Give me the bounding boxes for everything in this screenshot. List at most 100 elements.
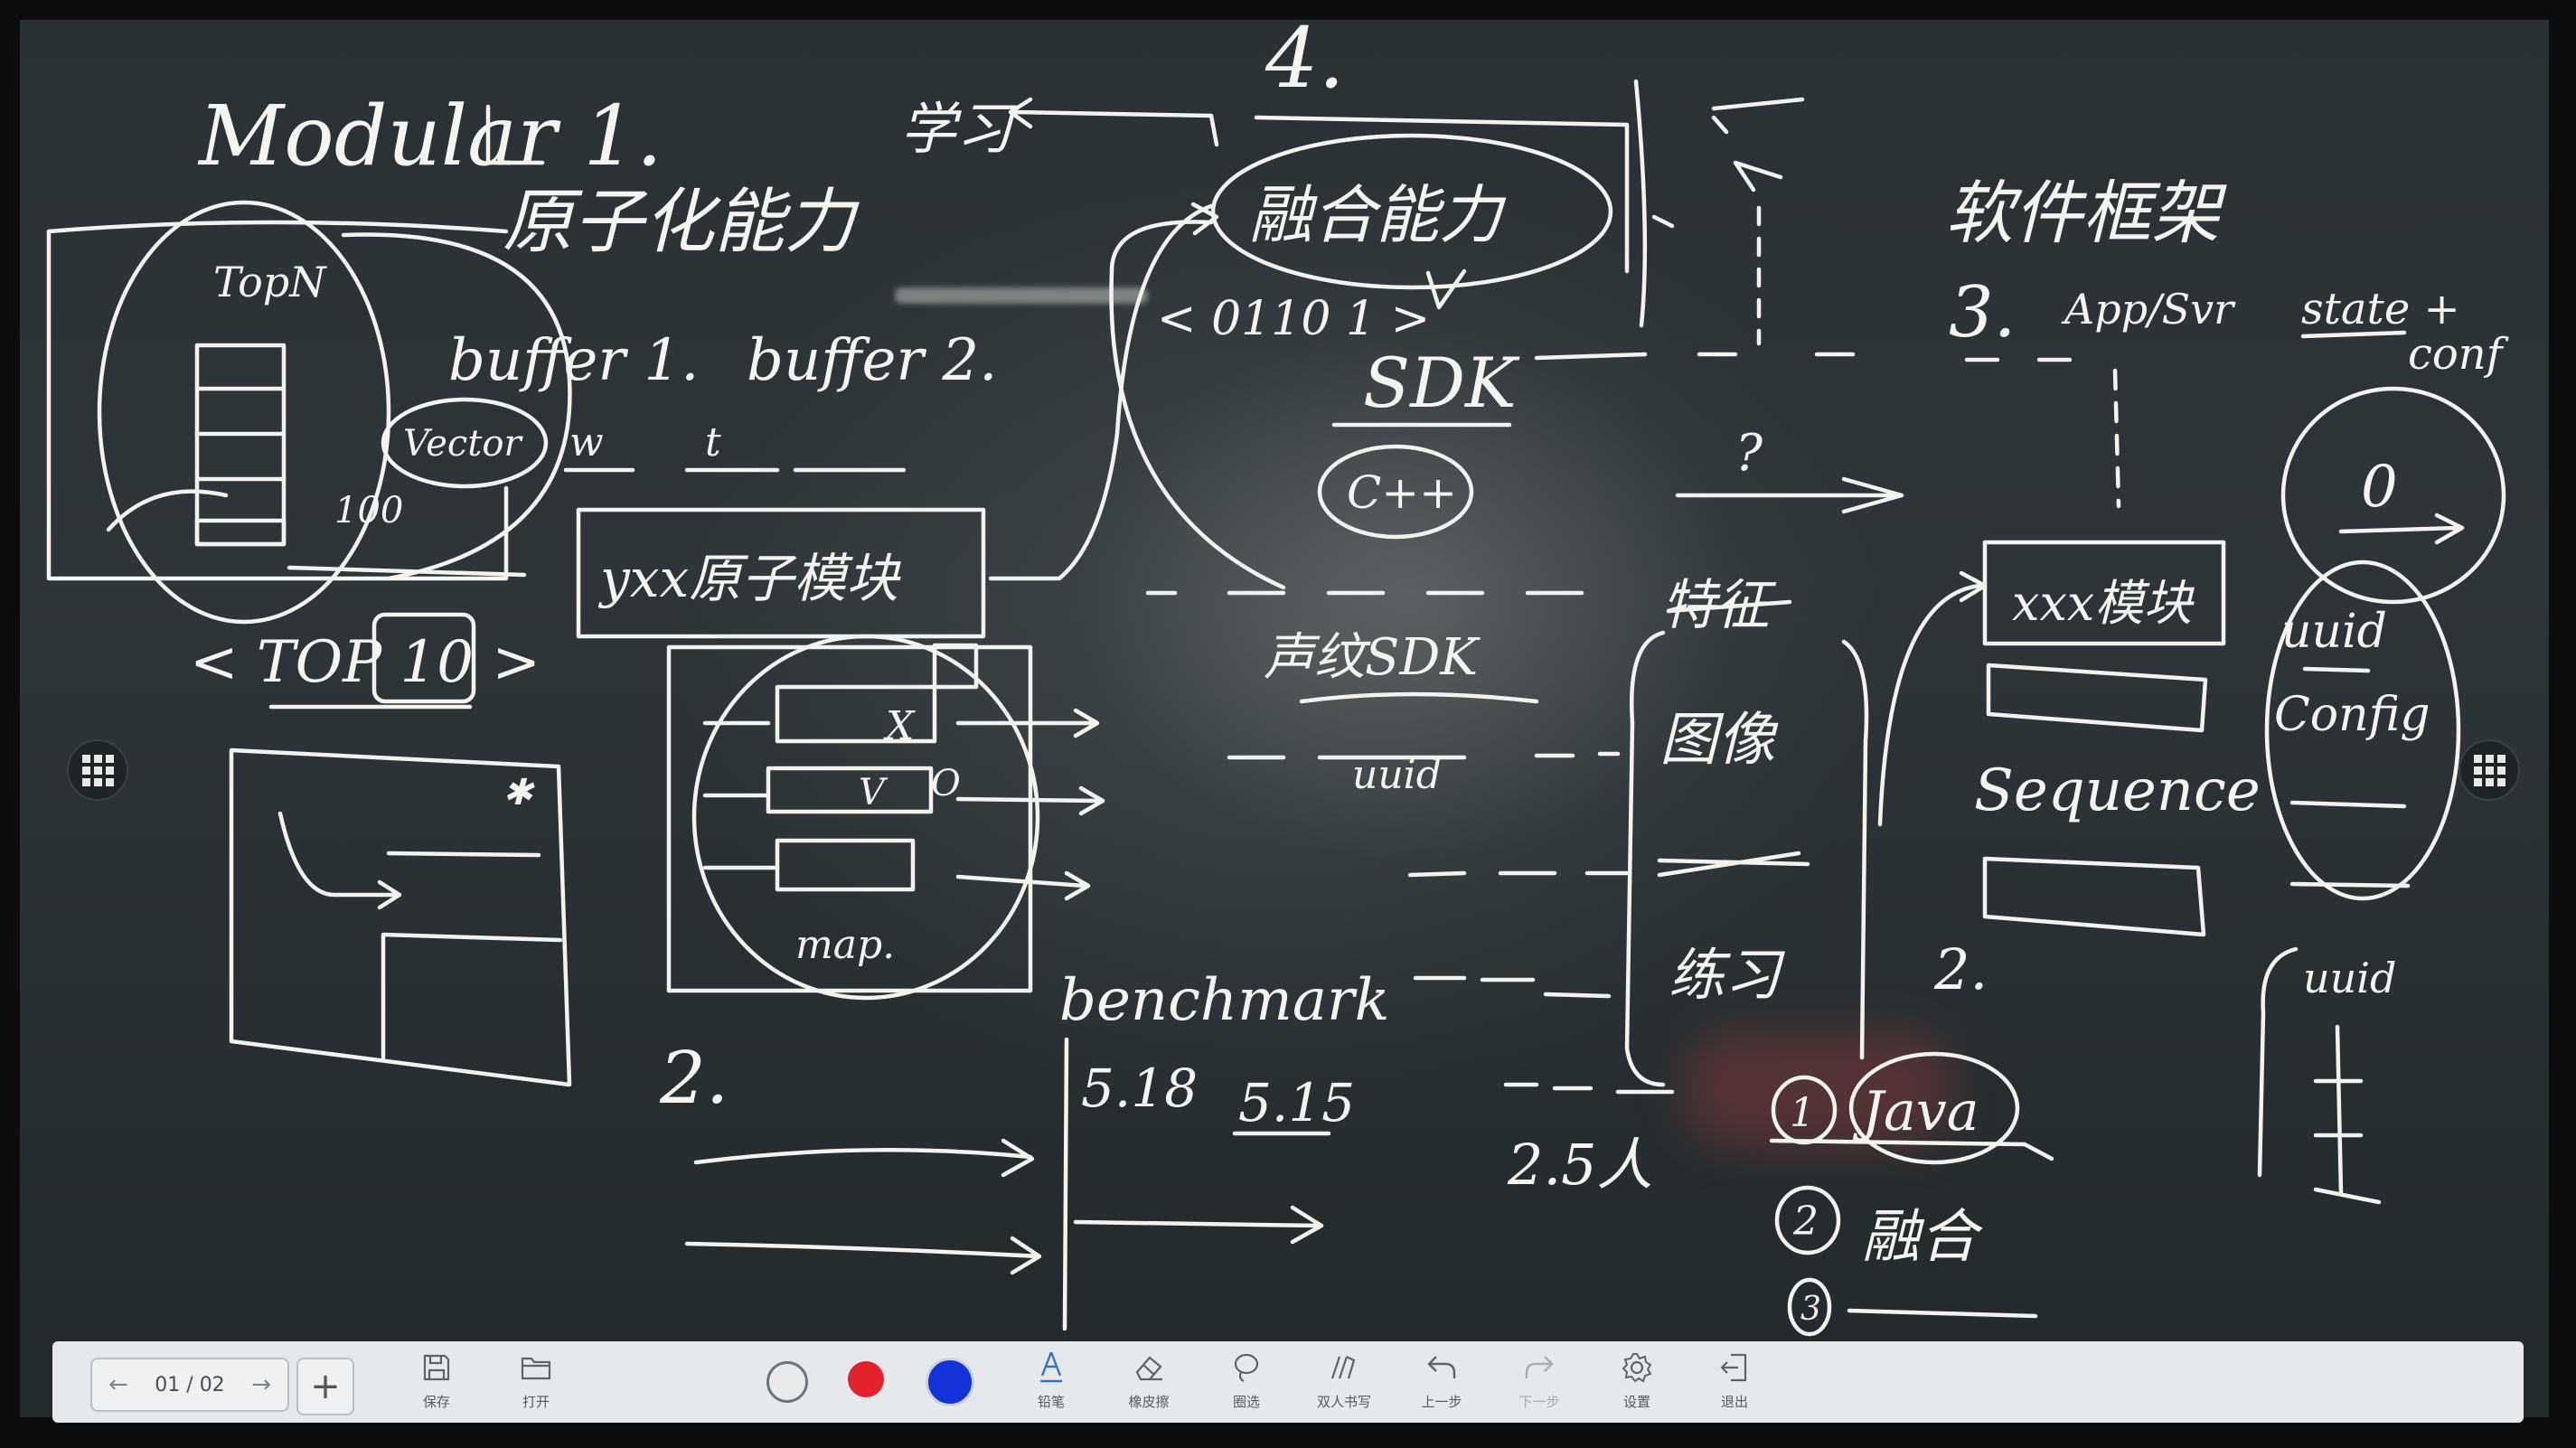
note-fusion: 融合能力 <box>1249 178 1507 252</box>
next-page-button[interactable]: → <box>251 1371 271 1398</box>
exit-button[interactable]: 退出 <box>1694 1349 1775 1421</box>
note-date2: 5.15 <box>1238 1072 1355 1133</box>
stroke <box>2313 1024 2382 1205</box>
side-menu-left-button[interactable] <box>67 739 128 801</box>
stroke <box>1057 203 1214 581</box>
light-reflection <box>895 287 1148 304</box>
bezel-top <box>0 0 2576 20</box>
dual-writing-button[interactable]: 双人书写 <box>1303 1349 1385 1421</box>
settings-button[interactable]: 设置 <box>1596 1349 1678 1421</box>
note-atomic: 原子化能力 <box>503 182 860 263</box>
stroke <box>1254 115 1630 274</box>
stroke-container <box>666 644 1033 993</box>
redo-label: 下一步 <box>1518 1394 1560 1410</box>
undo-button[interactable]: 上一步 <box>1401 1349 1482 1421</box>
stroke <box>2302 666 2371 673</box>
lasso-tool-button[interactable]: 圈选 <box>1206 1349 1287 1421</box>
stroke <box>2300 330 2407 339</box>
bottom-toolbar: ← 01 / 02 → + 保存 打开 铅笔 <box>52 1341 2524 1423</box>
stroke <box>775 684 937 744</box>
exit-icon <box>1716 1349 1753 1387</box>
note-buffer1: buffer 1. <box>448 327 699 394</box>
stroke-frame-top <box>46 220 509 234</box>
pen-tool-button[interactable]: 铅笔 <box>1011 1349 1092 1421</box>
note-q: ? <box>1735 424 1763 483</box>
stroke-cpp-circle <box>1317 444 1474 540</box>
note-w: w <box>569 419 604 465</box>
note-two-b: 2. <box>1933 936 1988 1002</box>
stroke <box>1769 1138 2054 1161</box>
note-cpp: C++ <box>1347 466 1457 519</box>
red-reflection <box>1681 1030 1952 1148</box>
lasso-icon <box>1227 1349 1265 1387</box>
page-indicator: 01 / 02 <box>155 1373 225 1396</box>
stroke <box>1073 1205 1324 1245</box>
stroke <box>1425 268 1467 310</box>
color-white-swatch[interactable] <box>766 1361 808 1403</box>
stroke-dashes <box>1503 1082 1675 1095</box>
stroke <box>1847 1308 2038 1319</box>
stroke <box>485 104 545 165</box>
stroke <box>1062 1037 1069 1331</box>
redo-button[interactable]: 下一步 <box>1499 1349 1580 1421</box>
settings-label: 设置 <box>1622 1394 1650 1410</box>
stroke-dashes <box>1227 751 1621 760</box>
stroke <box>1675 476 1904 514</box>
note-100: 100 <box>334 490 403 531</box>
bezel-right <box>2549 0 2576 1448</box>
stroke <box>1986 663 2208 733</box>
add-page-button[interactable]: + <box>296 1358 354 1415</box>
note-num3: 3 <box>1800 1291 1821 1328</box>
note-uuid2: uuid <box>2281 605 2387 659</box>
note-sdk: SDK <box>1363 343 1520 423</box>
note-java: Java <box>1852 1080 1979 1143</box>
color-blue-swatch[interactable] <box>926 1358 974 1406</box>
color-red-swatch[interactable] <box>848 1361 884 1397</box>
note-ok: V <box>859 772 888 813</box>
stroke <box>775 838 916 892</box>
stroke-brace <box>1841 639 1869 1060</box>
grid-icon <box>2473 754 2505 786</box>
note-voiceprint: 声纹SDK <box>1264 628 1481 687</box>
note-t: t <box>705 419 721 465</box>
note-num2: 2 <box>1792 1199 1819 1245</box>
stroke <box>684 1236 1042 1275</box>
stroke <box>932 643 979 690</box>
stroke-dashes <box>1407 870 1630 878</box>
gear-icon <box>1618 1349 1656 1387</box>
dual-pen-icon <box>1325 1349 1363 1387</box>
note-uuid: uuid <box>1352 752 1442 798</box>
stroke <box>1109 220 1286 590</box>
note-benchmark: benchmark <box>1059 967 1389 1034</box>
note-two: 2. <box>659 1036 729 1120</box>
note-x: X <box>883 703 916 749</box>
stroke <box>1711 97 1805 193</box>
stroke <box>2289 800 2407 809</box>
note-buffer2: buffer 2. <box>747 327 997 394</box>
grid-icon <box>81 754 114 786</box>
eraser-tool-button[interactable]: 橡皮擦 <box>1108 1349 1189 1421</box>
stroke-module-box <box>576 507 986 639</box>
note-framework: 软件框架 <box>1945 173 2227 253</box>
note-star: ✱ <box>503 772 535 813</box>
note-map: map. <box>795 922 895 968</box>
side-menu-right-button[interactable] <box>2458 739 2520 801</box>
stroke <box>1982 856 2206 937</box>
note-four: 4. <box>1264 10 1345 107</box>
stroke-config-ellipse <box>2264 559 2461 901</box>
stroke-topn-circle <box>97 200 391 625</box>
open-button[interactable]: 打开 <box>495 1349 577 1421</box>
stroke <box>381 932 563 1060</box>
stroke-box <box>371 612 476 704</box>
stroke-brace <box>2257 946 2299 1178</box>
stroke-state-circle <box>2280 386 2506 605</box>
undo-icon <box>1423 1349 1461 1387</box>
stroke <box>702 720 780 870</box>
prev-page-button[interactable]: ← <box>108 1371 128 1398</box>
note-learn: 学习 <box>900 96 1017 162</box>
note-o: O <box>931 763 961 804</box>
save-button[interactable]: 保存 <box>396 1349 477 1421</box>
stroke <box>386 851 541 858</box>
note-top10: < TOP 10 > <box>190 629 541 696</box>
